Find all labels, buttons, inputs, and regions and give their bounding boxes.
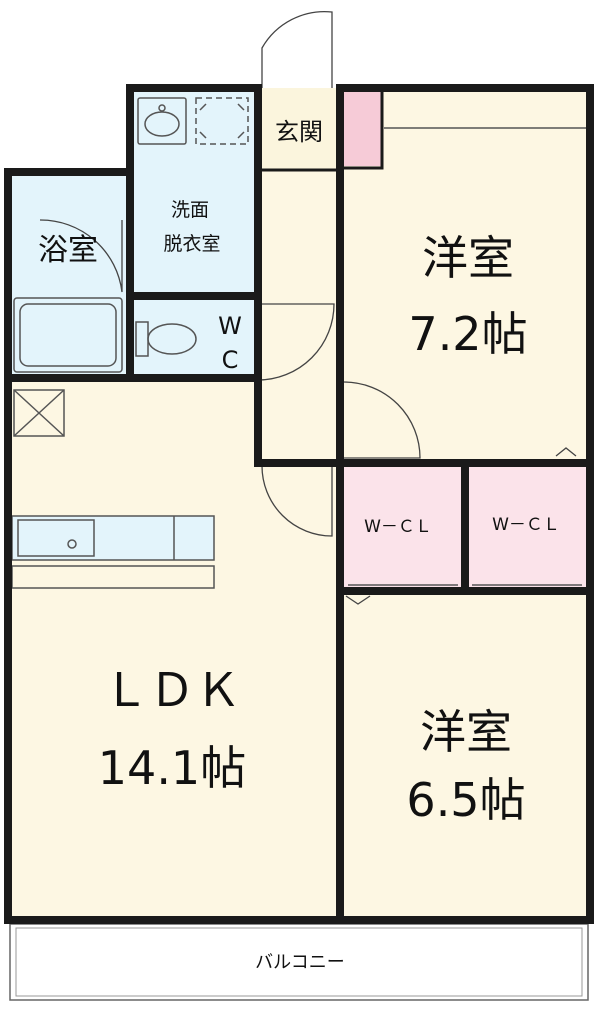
washroom-label-2: 脱衣室 [163,233,220,255]
bath-area [8,172,130,377]
wc-area [130,296,258,378]
front-door-icon [261,10,333,88]
washroom-area [130,88,258,296]
western2-label-2: 6.5帖 [406,773,525,827]
wcl-door-icon [345,447,577,605]
wcl1-label: W－ＣＬ [364,517,432,537]
washroom-label-1: 洗面 [171,199,209,221]
thin-walls [258,88,384,172]
faucet-icon [158,104,166,112]
bath-door-icon [39,219,123,293]
ldk-label-2: 14.1帖 [98,741,246,795]
entrance-area [258,88,340,170]
ldk-corridor [258,170,338,470]
labels: 浴室 洗面 脱衣室 W C 玄関 洋室 7.2帖 W－ＣＬ W－ＣＬ ＬＤＫ 1… [38,118,560,973]
wc-door-icon [257,303,335,381]
western1-door-icon [343,381,421,459]
western2-label-1: 洋室 [420,705,512,759]
ldk-door-icon [261,465,333,537]
sink-drain-icon [67,539,77,549]
kitchen-counter-icon [11,515,215,561]
entrance-storage-outline [340,88,384,170]
western1-label-1: 洋室 [422,231,514,285]
fridge-cross-icon [13,389,65,437]
balcony-label: バルコニー [255,952,345,973]
doors [39,10,577,605]
fridge-space-icon [13,389,65,437]
outer-wall-top-right [4,84,594,924]
wc-label-2: C [222,346,239,374]
entrance-storage [342,90,382,166]
balcony-rail [15,927,583,997]
ldk-label-1: ＬＤＫ [103,663,241,717]
wcl2-label: W－ＣＬ [492,515,560,535]
washbasin-icon [137,97,187,145]
balcony-outline [9,923,589,1001]
western1-label-2: 7.2帖 [408,307,527,361]
walls [4,84,594,924]
wcl2-area [465,463,590,591]
wc-label-1: W [218,312,242,340]
bathtub-icon [13,297,123,373]
washing-machine-space-icon [195,97,249,145]
washbasin-bowl-icon [144,111,180,137]
toilet-bowl-icon [147,323,197,355]
bathtub-inner-icon [19,303,117,367]
washing-machine-corner-icon [199,103,245,139]
entrance-label: 玄関 [275,118,323,146]
kitchen-sink-icon [17,519,95,557]
bath-label: 浴室 [38,233,98,268]
wcl1-area [340,463,465,591]
balcony [9,923,589,1001]
western2-area [340,591,590,920]
